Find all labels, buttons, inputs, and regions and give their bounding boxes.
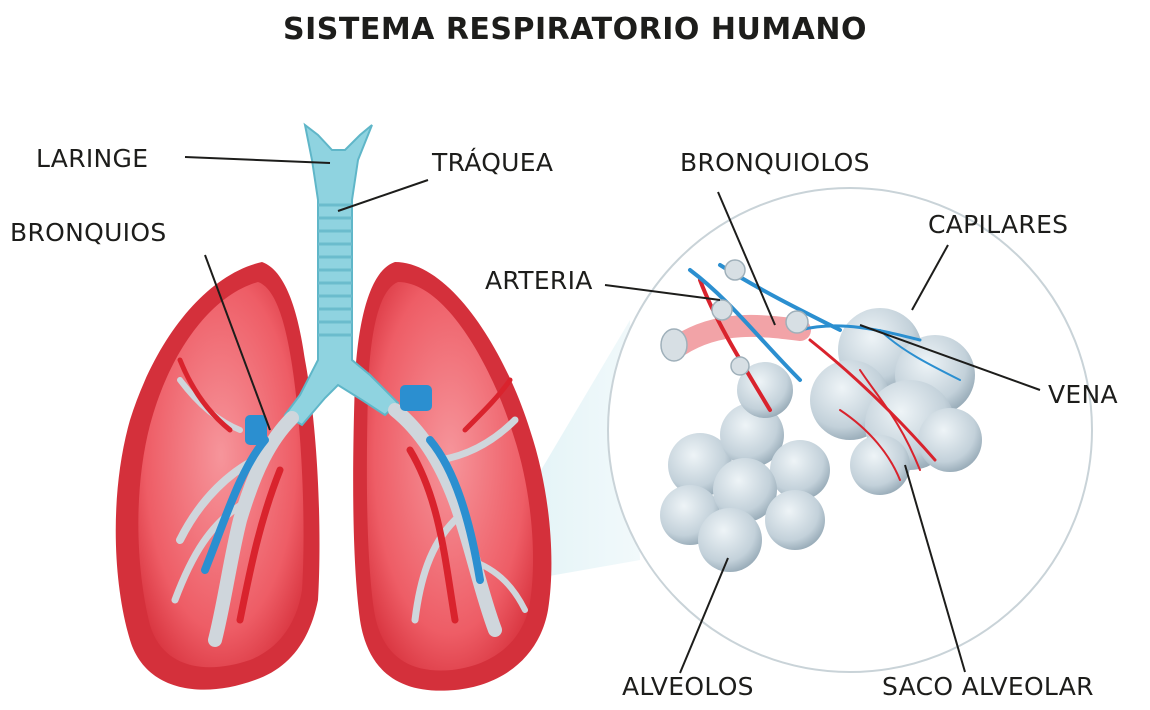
label-bronquiolos: BRONQUIOLOS [680, 148, 870, 177]
label-laringe: LARINGE [36, 144, 148, 173]
label-capilares: CAPILARES [928, 210, 1068, 239]
label-alveolos: ALVEOLOS [622, 672, 754, 701]
label-arteria: ARTERIA [485, 266, 593, 295]
label-saco-alveolar: SACO ALVEOLAR [882, 672, 1094, 701]
label-vena: VENA [1048, 380, 1118, 409]
label-bronquios: BRONQUIOS [10, 218, 167, 247]
label-traquea: TRÁQUEA [432, 148, 553, 177]
